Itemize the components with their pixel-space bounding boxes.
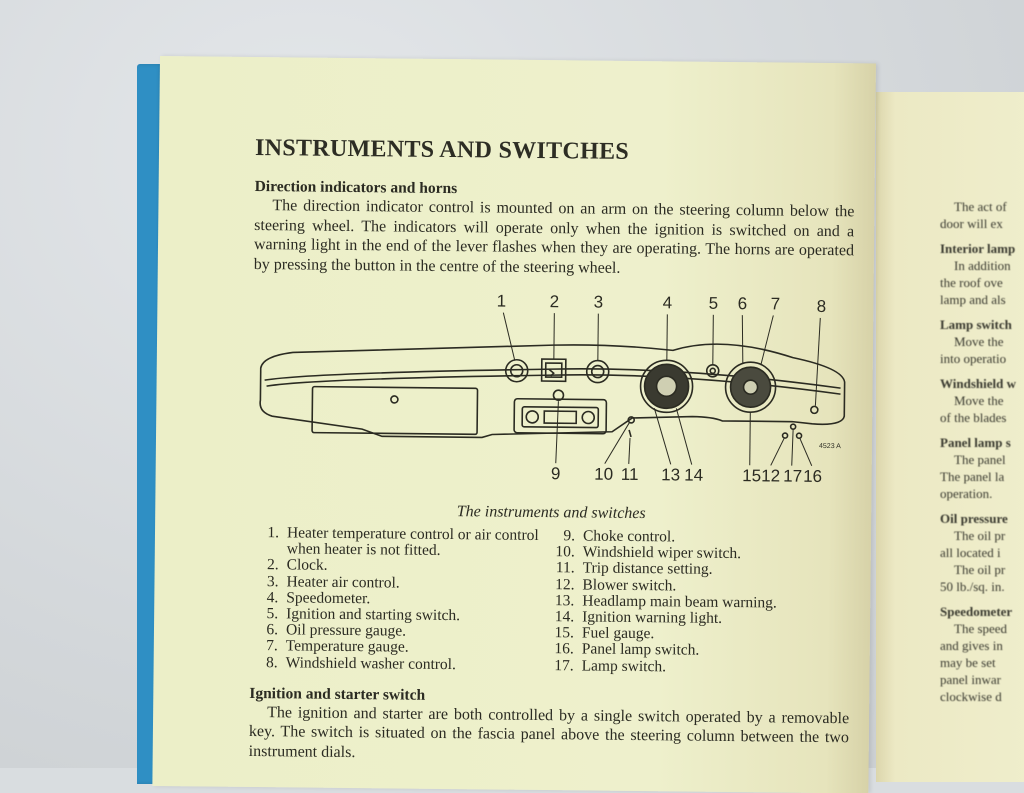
right-page-line: the roof ove (940, 274, 1024, 291)
right-page-line: clockwise d (940, 688, 1024, 705)
legend-number: 2. (251, 557, 279, 573)
legend-number: 9. (551, 528, 575, 544)
right-page-line: The panel (940, 451, 1024, 468)
figure-legend: 1.Heater temperature control or air cont… (250, 525, 851, 677)
right-page-line: door will ex (940, 215, 1024, 232)
dashboard-illustration: 1 2 3 4 5 6 7 8 9 10 11 13 14 15 12 17 1 (251, 280, 853, 511)
left-page: INSTRUMENTS AND SWITCHES Direction indic… (152, 56, 876, 793)
legend-number: 12. (550, 577, 574, 593)
svg-text:4: 4 (663, 293, 673, 312)
svg-text:7: 7 (771, 294, 781, 313)
right-page-line: The panel la (940, 468, 1024, 485)
section-body-ignition: The ignition and starter are both contro… (249, 703, 850, 768)
svg-text:12: 12 (761, 466, 780, 485)
legend-text: Lamp switch. (582, 658, 667, 675)
svg-text:9: 9 (551, 464, 561, 483)
svg-text:13: 13 (661, 465, 680, 484)
svg-text:15: 15 (742, 466, 761, 485)
right-page-line: all located i (940, 544, 1024, 561)
legend-number: 5. (250, 606, 278, 622)
right-page-line: and gives in (940, 637, 1024, 654)
right-page-heading: Lamp switch (940, 316, 1024, 333)
right-page-heading: Oil pressure (940, 510, 1024, 527)
right-page-line: of the blades (940, 409, 1024, 426)
legend-item: 17. Lamp switch. (550, 658, 850, 677)
legend-number: 6. (250, 622, 278, 638)
svg-text:6: 6 (738, 294, 748, 313)
svg-text:5: 5 (709, 294, 719, 313)
right-page-line: into operatio (940, 350, 1024, 367)
svg-text:3: 3 (594, 293, 604, 312)
section-body-direction-indicators: The direction indicator control is mount… (254, 196, 855, 280)
right-page-line: The oil pr (940, 561, 1024, 578)
right-page-line: The speed (940, 620, 1024, 637)
legend-number: 3. (250, 574, 278, 590)
right-page-line: operation. (940, 485, 1024, 502)
svg-text:2: 2 (550, 292, 560, 311)
legend-number: 4. (250, 590, 278, 606)
svg-text:10: 10 (594, 465, 613, 484)
svg-text:4523 A: 4523 A (819, 443, 841, 450)
legend-number: 14. (550, 609, 574, 625)
legend-number: 17. (550, 658, 574, 674)
legend-text: Windshield washer control. (286, 655, 456, 673)
right-page-line: The act of (940, 198, 1024, 215)
svg-text:1: 1 (497, 292, 507, 311)
right-page-heading: Windshield w (940, 375, 1024, 392)
svg-text:17: 17 (783, 467, 802, 486)
legend-number: 8. (250, 655, 278, 671)
legend-number: 16. (550, 642, 574, 658)
legend-number: 1. (251, 525, 279, 558)
legend-text: Clock. (287, 558, 328, 575)
legend-column-right: 9.Choke control.10.Windshield wiper swit… (550, 528, 852, 677)
legend-number: 11. (551, 561, 575, 577)
legend-number: 15. (550, 625, 574, 641)
legend-number: 10. (551, 544, 575, 560)
svg-text:8: 8 (817, 297, 827, 316)
right-page-line: 50 lb./sq. in. (940, 578, 1024, 595)
legend-number: 7. (250, 638, 278, 654)
legend-item: 8. Windshield washer control. (250, 655, 550, 674)
legend-text: Heater temperature control or air contro… (287, 525, 551, 560)
legend-column-left: 1.Heater temperature control or air cont… (250, 525, 552, 674)
page-title: INSTRUMENTS AND SWITCHES (255, 135, 855, 168)
right-page-line: Move the (940, 392, 1024, 409)
right-page-line: panel inwar (940, 671, 1024, 688)
svg-text:11: 11 (621, 465, 639, 484)
legend-item: 1.Heater temperature control or air cont… (251, 525, 551, 561)
legend-number: 13. (550, 593, 574, 609)
dashboard-diagram: 1 2 3 4 5 6 7 8 9 10 11 13 14 15 12 17 1 (251, 280, 853, 511)
right-page-heading: Interior lamp (940, 240, 1024, 257)
right-page-line: The oil pr (940, 527, 1024, 544)
right-page-line: In addition (940, 257, 1024, 274)
right-page-line: lamp and als (940, 291, 1024, 308)
page-content: INSTRUMENTS AND SWITCHES Direction indic… (249, 135, 856, 768)
svg-text:14: 14 (684, 466, 703, 485)
right-page-heading: Speedometer (940, 603, 1024, 620)
right-page-line: Move the (940, 333, 1024, 350)
right-page-heading: Panel lamp s (940, 434, 1024, 451)
right-page-line: may be set (940, 654, 1024, 671)
svg-text:16: 16 (803, 467, 822, 486)
